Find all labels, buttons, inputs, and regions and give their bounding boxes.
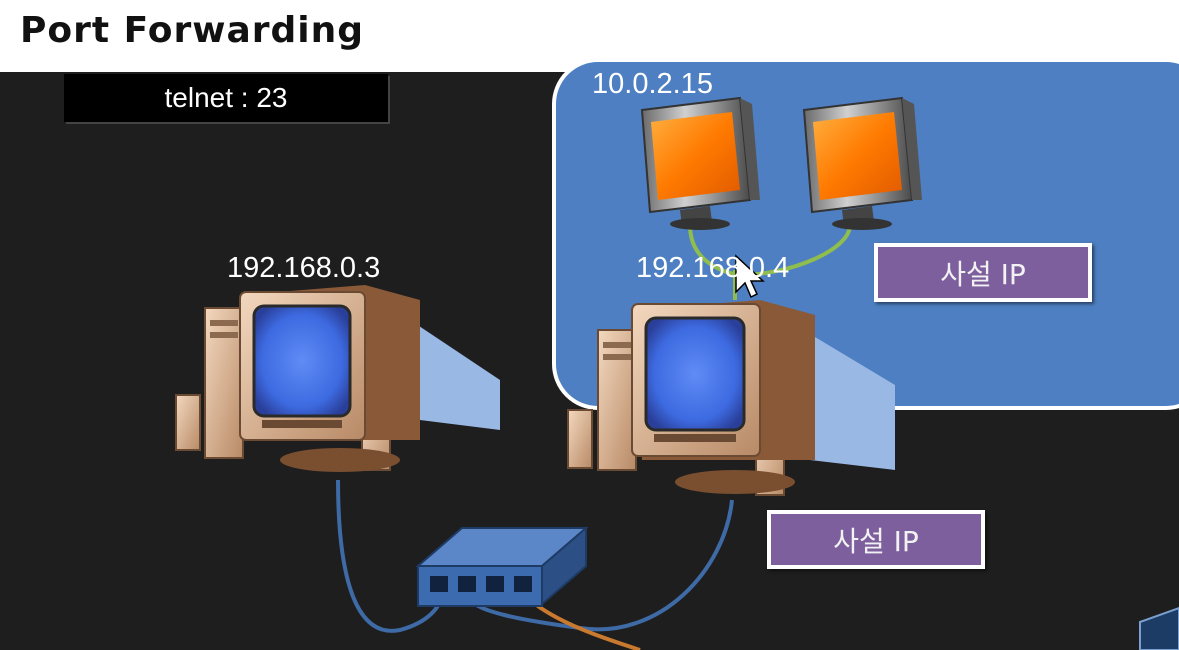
slide-title: Port Forwarding xyxy=(20,10,365,51)
laptop-icon-partial xyxy=(1139,606,1179,650)
private-ip-tag-vm: 사설 IP xyxy=(874,243,1092,302)
network-switch-icon xyxy=(415,525,589,607)
lan-cable-right xyxy=(468,499,734,632)
mouse-cursor-icon xyxy=(735,254,765,299)
vm-monitor-icon-1 xyxy=(640,96,760,230)
vm-monitor-icon-2 xyxy=(802,96,922,230)
vm-ip-label: 10.0.2.15 xyxy=(592,68,713,100)
lan-cable-left xyxy=(336,479,442,633)
pc-icon-host xyxy=(567,300,895,496)
private-ip-tag-lan: 사설 IP xyxy=(767,510,985,569)
pc-icon-left xyxy=(175,285,500,472)
host-ip-label: 192.168.0.4 xyxy=(636,252,790,284)
wan-cable xyxy=(528,598,641,650)
telnet-port-label: telnet : 23 xyxy=(64,74,388,122)
lan-pc-ip-label: 192.168.0.3 xyxy=(227,252,381,284)
